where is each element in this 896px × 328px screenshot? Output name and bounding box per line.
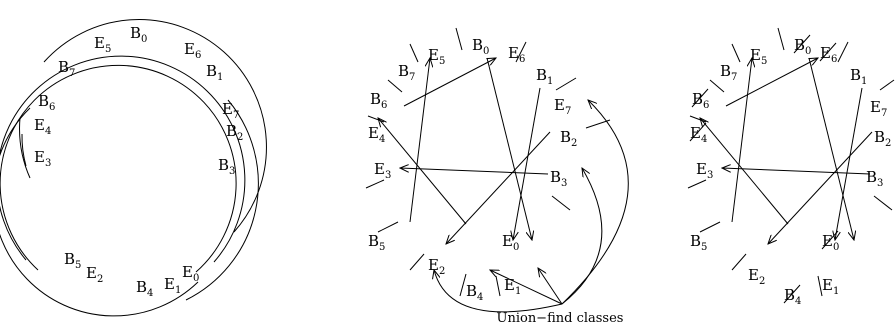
middle-label-b3: B3 xyxy=(550,168,567,189)
right-label-b1: B1 xyxy=(850,66,867,87)
left-label-b4: B4 xyxy=(136,278,153,299)
union-find-caption: Union−find classes xyxy=(497,311,624,326)
right-label-b6: B6 xyxy=(692,90,709,111)
right-panel-ticks xyxy=(687,27,895,297)
middle-label-e3: E3 xyxy=(374,160,391,181)
left-label-b1: B1 xyxy=(206,62,223,83)
middle-label-b6: B6 xyxy=(370,90,387,111)
right-label-e0: E0 xyxy=(822,232,839,253)
left-label-e3: E3 xyxy=(34,148,51,169)
left-label-e7: E7 xyxy=(222,100,239,121)
cross-mark-e6 xyxy=(819,42,837,62)
left-label-e2: E2 xyxy=(86,264,103,285)
middle-label-b1: B1 xyxy=(536,66,553,87)
right-label-e1: E1 xyxy=(822,276,839,297)
middle-label-b4: B4 xyxy=(466,282,483,303)
right-label-e7: E7 xyxy=(870,98,887,119)
right-panel-cross-marks xyxy=(689,34,839,304)
middle-label-e0: E0 xyxy=(502,232,519,253)
right-label-b4: B4 xyxy=(784,286,801,307)
middle-label-e2: E2 xyxy=(428,256,445,277)
left-label-e1: E1 xyxy=(164,275,181,296)
middle-panel-arrows xyxy=(378,58,551,244)
left-label-e6: E6 xyxy=(184,40,201,61)
left-label-b7: B7 xyxy=(58,58,75,79)
right-label-b7: B7 xyxy=(720,62,737,83)
left-label-b2: B2 xyxy=(226,122,243,143)
middle-label-e4: E4 xyxy=(368,124,385,145)
right-label-b3: B3 xyxy=(866,168,883,189)
left-label-b6: B6 xyxy=(38,92,55,113)
left-label-e4: E4 xyxy=(34,116,51,137)
left-label-e0: E0 xyxy=(182,263,199,284)
cross-mark-e4 xyxy=(689,122,707,142)
left-label-b0: B0 xyxy=(130,24,147,45)
middle-label-e7: E7 xyxy=(554,96,571,117)
right-label-e2: E2 xyxy=(748,266,765,287)
middle-label-b2: B2 xyxy=(560,128,577,149)
middle-label-e6: E6 xyxy=(508,44,525,65)
left-panel-arcs xyxy=(0,19,267,317)
middle-label-b7: B7 xyxy=(398,62,415,83)
middle-label-e5: E5 xyxy=(428,46,445,67)
left-label-b3: B3 xyxy=(218,156,235,177)
right-label-b0: B0 xyxy=(794,36,811,57)
left-label-b5: B5 xyxy=(64,250,81,271)
middle-panel-ticks xyxy=(365,27,611,297)
right-label-e3: E3 xyxy=(696,160,713,181)
right-label-b5: B5 xyxy=(690,232,707,253)
right-label-e5: E5 xyxy=(750,46,767,67)
right-label-b2: B2 xyxy=(874,128,891,149)
middle-label-e1: E1 xyxy=(504,276,521,297)
right-panel-arrows xyxy=(700,58,873,244)
cross-mark-b4 xyxy=(783,284,801,304)
union-find-class-arrows xyxy=(434,100,629,313)
left-label-e5: E5 xyxy=(94,34,111,55)
right-label-e4: E4 xyxy=(690,124,707,145)
cross-mark-b0 xyxy=(793,34,811,54)
middle-label-b5: B5 xyxy=(368,232,385,253)
cross-mark-e0 xyxy=(821,230,839,250)
right-label-e6: E6 xyxy=(820,44,837,65)
middle-label-b0: B0 xyxy=(472,36,489,57)
cross-mark-b6 xyxy=(691,88,709,108)
